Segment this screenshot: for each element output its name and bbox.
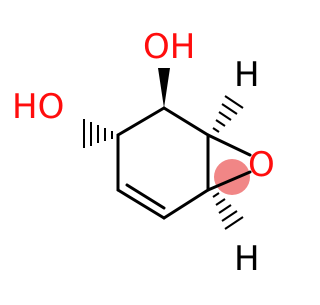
oh-top-label: OH — [143, 27, 195, 67]
epoxide-carbon-highlight — [214, 159, 250, 195]
bond-c3-c4 — [116, 188, 166, 220]
bond-c1-c6 — [162, 106, 210, 137]
ho-left-label: HO — [12, 87, 64, 127]
molecule-diagram: OH HO O H H — [12, 27, 275, 279]
hydrogen-top-label: H — [234, 55, 260, 95]
bond-c1-c2 — [116, 106, 166, 137]
hash-bond-c2-ho — [83, 119, 113, 148]
structure-canvas: OH HO O H H — [12, 27, 275, 279]
wedge-bond-c1-oh — [158, 68, 170, 108]
bond-c3-c4-double — [125, 183, 166, 210]
hydrogen-bottom-label: H — [234, 239, 260, 279]
hash-bond-c5-h — [212, 192, 244, 230]
ring-bonds — [116, 106, 252, 220]
epoxide-oxygen-label: O — [248, 145, 275, 185]
bond-c5-o — [206, 170, 252, 192]
bond-c6-o — [206, 133, 252, 157]
hash-bond-c6-h — [212, 95, 244, 133]
bond-c4-c5 — [162, 188, 210, 220]
